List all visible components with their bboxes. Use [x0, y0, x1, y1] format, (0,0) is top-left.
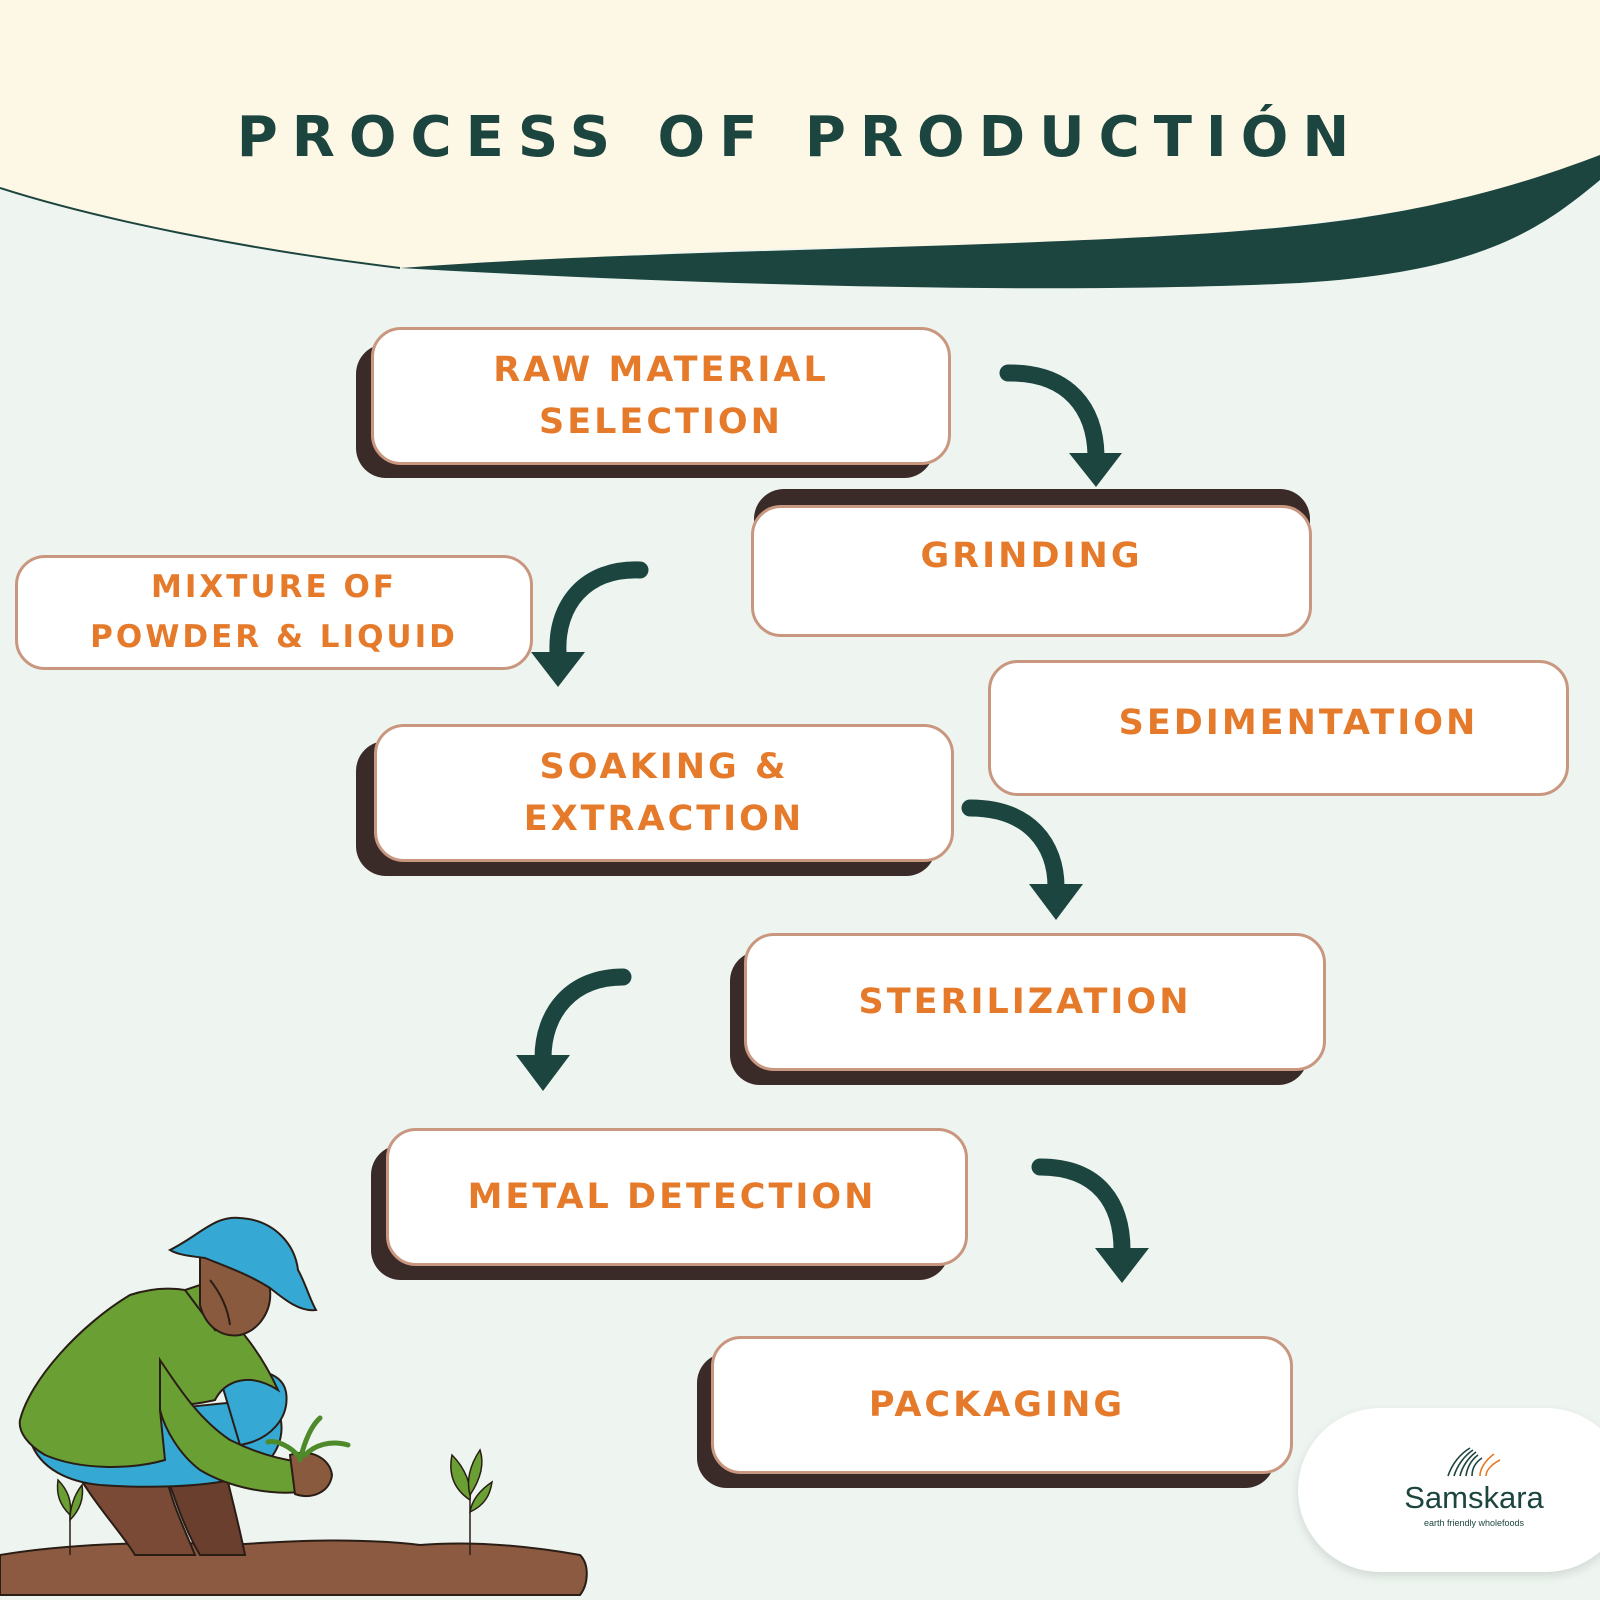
soil [0, 1539, 588, 1596]
seedling-icon [56, 1448, 494, 1555]
seedling-icon [265, 1415, 351, 1463]
hat-icon [167, 1216, 318, 1312]
header-wave [0, 0, 1600, 269]
samskara-logo-icon [1447, 1447, 1501, 1477]
farmer-illustration [0, 1216, 588, 1596]
header-swoosh [400, 155, 1600, 289]
logo-tagline: earth friendly wholefoods [1423, 1518, 1525, 1528]
step-label: SOAKING &EXTRACTION [374, 724, 954, 862]
logo-name: Samskara [1404, 1480, 1544, 1515]
step-label: PACKAGING [711, 1336, 1293, 1474]
page-title: PROCESS OF PRODUCTIÓN [236, 105, 1364, 170]
step-label: SEDIMENTATION [988, 660, 1569, 796]
step-label: METAL DETECTION [386, 1128, 968, 1266]
step-label: STERILIZATION [744, 933, 1326, 1071]
step-label: GRINDING [751, 505, 1312, 637]
logo-card [1298, 1408, 1600, 1572]
